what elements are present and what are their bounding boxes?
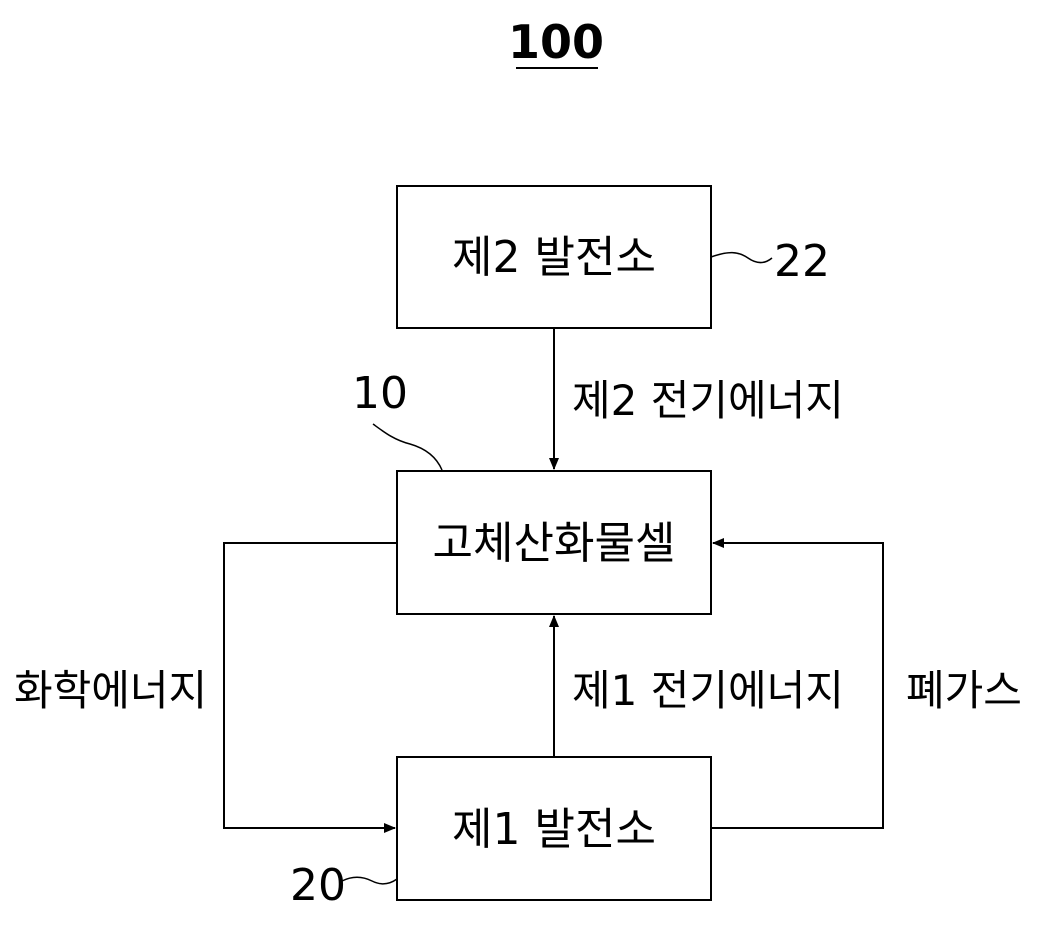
exhaust-gas-arrow — [711, 538, 884, 829]
first-electric-label: 제1 전기에너지 — [572, 666, 844, 715]
first-plant-box — [396, 756, 712, 901]
first-plant-ref: 20 — [290, 860, 346, 911]
sofc-label: 고체산화물셀 — [433, 518, 676, 569]
second-electric-label: 제2 전기에너지 — [572, 376, 844, 425]
second-plant-leader — [710, 251, 773, 264]
first-plant-leader — [341, 876, 398, 885]
exhaust-gas-label: 폐가스 — [906, 666, 1022, 715]
first-plant-label: 제1 발전소 — [452, 804, 656, 855]
sofc-box — [396, 470, 712, 615]
figure-number: 100 — [508, 15, 604, 69]
sofc-leader — [372, 423, 443, 471]
sofc-ref: 10 — [352, 368, 408, 419]
second-plant-ref: 22 — [774, 236, 830, 287]
second-plant-label: 제2 발전소 — [452, 232, 656, 283]
chemical-energy-label: 화학에너지 — [14, 666, 207, 715]
chemical-energy-arrow — [223, 542, 397, 833]
